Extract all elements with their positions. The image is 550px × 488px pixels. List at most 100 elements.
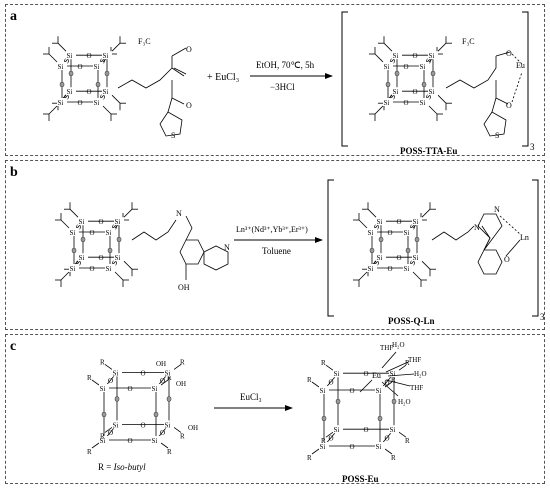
oxygen-atom: O <box>390 94 395 102</box>
oxygen-atom: O <box>397 218 402 226</box>
oxygen-atom: O <box>105 70 110 78</box>
silicon-atom: Si <box>106 229 112 237</box>
oxygen-atom: O <box>141 369 146 377</box>
oxygen-atom: O <box>160 377 165 385</box>
oxygen-atom: O <box>141 421 146 429</box>
panel-c-thf-2: THF <box>408 356 421 364</box>
oxygen-atom: O <box>329 379 334 387</box>
oxygen-atom: O <box>388 265 393 273</box>
oxygen-atom: O <box>76 260 81 268</box>
silicon-atom: Si <box>376 443 382 451</box>
oxygen-atom: O <box>413 88 418 96</box>
silicon-atom: Si <box>376 387 382 395</box>
oxygen-atom: O <box>379 236 384 244</box>
oxygen-atom: O <box>90 265 95 273</box>
silicon-atom: Si <box>413 254 419 262</box>
oxygen-atom: O <box>431 70 436 78</box>
oxygen-atom: O <box>112 224 117 232</box>
silicon-atom: Si <box>79 218 85 226</box>
oxygen-atom: O <box>99 218 104 226</box>
oxygen-atom: O <box>426 94 431 102</box>
r-group: R <box>167 448 172 456</box>
silicon-atom: Si <box>429 52 435 60</box>
oxygen-atom: O <box>350 443 355 451</box>
oxygen-atom: O <box>112 260 117 268</box>
silicon-atom: Si <box>404 265 410 273</box>
silicon-atom: Si <box>429 88 435 96</box>
silicon-atom: Si <box>390 426 396 434</box>
panel-c-water-2: H₂O <box>398 398 411 406</box>
panel-b-letter: b <box>10 165 18 180</box>
oxygen-atom: O <box>72 247 77 255</box>
silicon-atom: Si <box>103 52 109 60</box>
r-group: R <box>307 454 312 462</box>
oxygen-atom: O <box>426 58 431 66</box>
oxygen-atom: O <box>415 236 420 244</box>
r-group: R <box>180 432 185 440</box>
oxygen-atom: O <box>410 260 415 268</box>
panel-a <box>5 4 545 156</box>
oxygen-atom: O <box>350 387 355 395</box>
hydroxyl-group: OH <box>188 424 198 432</box>
panel-a-product-o2: O <box>506 101 512 110</box>
oxygen-atom: O <box>78 63 83 71</box>
oxygen-atom: O <box>102 411 107 419</box>
oxygen-atom: O <box>388 229 393 237</box>
oxygen-atom: O <box>322 415 327 423</box>
panel-b-product-ring-n: N <box>494 205 500 214</box>
silicon-atom: Si <box>334 426 340 434</box>
r-group: R <box>307 376 312 384</box>
silicon-atom: Si <box>100 437 106 445</box>
panel-b-imine-n: N <box>176 209 182 218</box>
panel-a-product-cf3: F₃C <box>462 37 475 46</box>
oxygen-atom: O <box>404 63 409 71</box>
r-group: R <box>180 358 185 366</box>
oxygen-atom: O <box>87 88 92 96</box>
oxygen-atom: O <box>81 236 86 244</box>
silicon-atom: Si <box>58 99 64 107</box>
r-group: R <box>405 437 410 445</box>
oxygen-atom: O <box>90 229 95 237</box>
panel-a-cf3-label: F₃C <box>138 37 151 46</box>
silicon-atom: Si <box>67 52 73 60</box>
silicon-atom: Si <box>103 88 109 96</box>
silicon-atom: Si <box>115 218 121 226</box>
oxygen-atom: O <box>397 254 402 262</box>
oxygen-atom: O <box>370 247 375 255</box>
oxygen-atom: O <box>167 395 172 403</box>
panel-c-thf-3: THF <box>410 384 423 392</box>
oxygen-atom: O <box>87 52 92 60</box>
silicon-atom: Si <box>368 265 374 273</box>
panel-b-arrow: Ln³⁺(Nd³⁺,Yb³⁺,Er³⁺) Toluene <box>234 225 323 256</box>
r-group: R <box>321 359 326 367</box>
panel-c <box>5 334 545 484</box>
oxygen-atom: O <box>154 411 159 419</box>
r-group: R <box>405 359 410 367</box>
oxygen-atom: O <box>160 429 165 437</box>
silicon-atom: Si <box>384 99 390 107</box>
oxygen-atom: O <box>69 70 74 78</box>
r-group: R <box>391 376 396 384</box>
panel-c-water-1: H₂O <box>414 370 427 378</box>
silicon-atom: Si <box>100 385 106 393</box>
panel-a-product-o1: O <box>506 49 512 58</box>
r-group: R <box>87 448 92 456</box>
panel-b <box>5 160 545 330</box>
panel-b-product-imine-n: N <box>474 223 480 232</box>
silicon-atom: Si <box>393 88 399 96</box>
silicon-atom: Si <box>94 63 100 71</box>
silicon-atom: Si <box>113 369 119 377</box>
panel-a-subscript: 3 <box>530 142 535 152</box>
silicon-atom: Si <box>320 443 326 451</box>
panel-a-letter: a <box>10 9 17 24</box>
panel-c-letter: c <box>10 339 16 354</box>
silicon-atom: Si <box>420 99 426 107</box>
oxygen-atom: O <box>96 81 101 89</box>
oxygen-atom: O <box>108 429 113 437</box>
panel-b-subscript: 3 <box>540 312 545 322</box>
r-group: R <box>100 432 105 440</box>
oxygen-atom: O <box>99 254 104 262</box>
